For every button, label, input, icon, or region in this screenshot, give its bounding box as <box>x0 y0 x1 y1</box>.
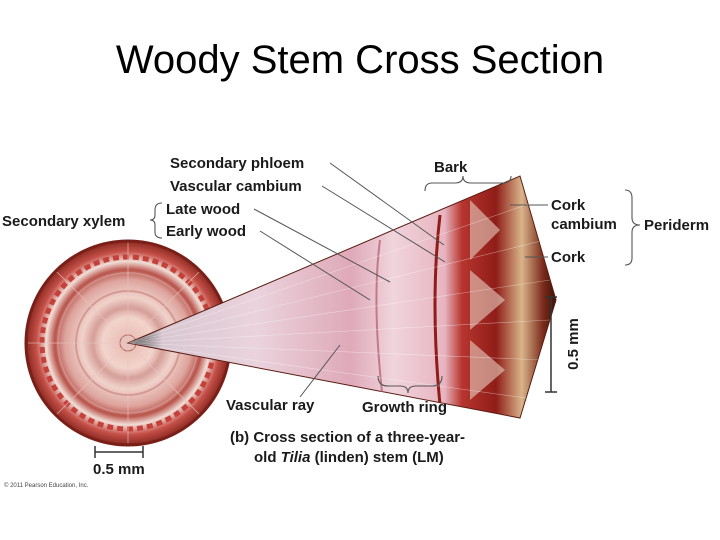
label-scale-vertical: 0.5 mm <box>565 318 582 370</box>
label-secondary-phloem: Secondary phloem <box>170 155 304 172</box>
leader-lines <box>253 162 548 398</box>
label-vascular-cambium: Vascular cambium <box>170 178 302 195</box>
label-scale-horizontal: 0.5 mm <box>93 461 145 478</box>
scale-bars <box>94 296 557 458</box>
label-cork-cambium-line1: Cork <box>551 197 586 214</box>
label-bark: Bark <box>434 159 468 176</box>
growth-ring-brace <box>377 375 443 394</box>
magnified-wedge-image <box>126 175 557 419</box>
label-early-wood: Early wood <box>166 223 246 240</box>
secondary-xylem-brace <box>149 202 163 239</box>
slide-title: Woody Stem Cross Section <box>115 38 605 82</box>
periderm-brace <box>624 189 641 266</box>
label-vascular-ray: Vascular ray <box>226 397 315 414</box>
bark-brace <box>424 175 512 192</box>
caption-line2: old Tilia (linden) stem (LM) <box>254 449 444 466</box>
label-late-wood: Late wood <box>166 201 240 218</box>
caption-line1: (b) Cross section of a three-year- <box>230 429 465 446</box>
label-periderm: Periderm <box>644 217 709 234</box>
label-cork-cambium-line2: cambium <box>551 216 617 233</box>
label-growth-ring: Growth ring <box>362 399 447 416</box>
label-secondary-xylem: Secondary xylem <box>2 213 125 230</box>
label-cork: Cork <box>551 249 586 266</box>
copyright-notice: © 2011 Pearson Education, Inc. <box>4 482 89 489</box>
braces <box>149 175 641 394</box>
